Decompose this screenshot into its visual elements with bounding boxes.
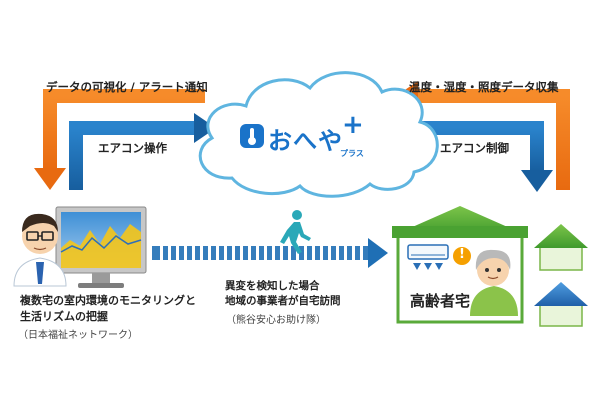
walking-person-icon <box>280 210 311 254</box>
label-aircon-control: エアコン制御 <box>440 141 509 155</box>
caption-monitoring-line1: 複数宅の室内環境のモニタリングと <box>20 294 196 307</box>
label-aircon-operation: エアコン操作 <box>98 141 167 155</box>
caption-visit-line2: 地域の事業者が自宅訪問 <box>225 295 341 307</box>
dispatch-arrow <box>152 238 388 268</box>
caption-visit-line1: 異変を検知した場合 <box>225 280 320 292</box>
neighbor-house-blue <box>534 282 588 327</box>
operator-avatar <box>13 213 67 287</box>
logo-subtext: プラス <box>340 149 364 158</box>
monitor <box>55 206 147 288</box>
arrow-right-blue <box>414 121 553 192</box>
air-conditioner-icon <box>407 244 449 270</box>
label-visualization-alert: データの可視化 / アラート通知 <box>46 80 208 94</box>
arrow-left-blue <box>69 113 216 190</box>
caption-responders: （熊谷安心お助け隊） <box>226 315 326 326</box>
neighbor-house-green <box>534 224 588 271</box>
arrow-left-orange <box>34 89 205 190</box>
label-elder-house: 高齢者宅 <box>410 292 471 310</box>
alert-mark: ! <box>459 247 465 262</box>
logo-plus: + <box>342 110 365 140</box>
caption-monitoring-line2: 生活リズムの把握 <box>20 310 108 323</box>
thermometer-icon <box>240 124 264 148</box>
alert-icon <box>453 247 471 265</box>
caption-organization: （日本福祉ネットワーク） <box>18 330 138 341</box>
logo-text: おへや <box>268 127 343 155</box>
elder-avatar <box>470 249 518 316</box>
label-data-collection: 温度・湿度・照度データ収集 <box>409 80 559 94</box>
cloud <box>198 71 439 198</box>
